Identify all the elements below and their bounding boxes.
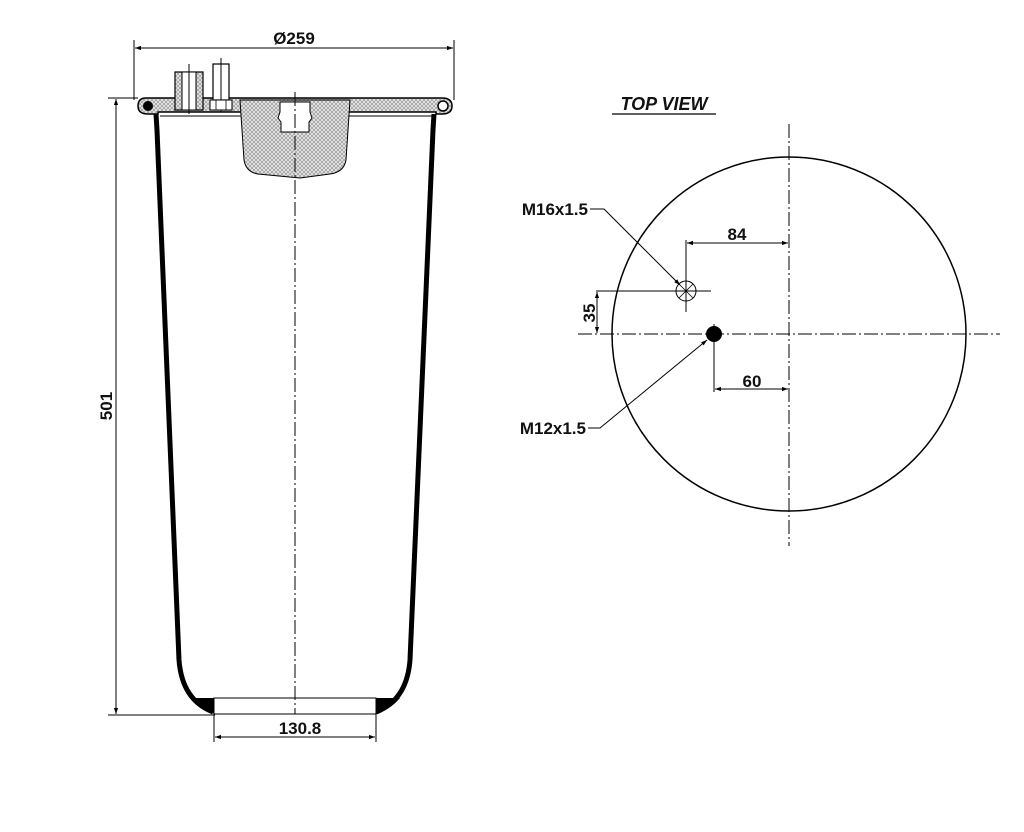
m12-hole — [706, 324, 722, 392]
m16-x-dimension: 84 — [687, 225, 788, 246]
m16-callout: M16x1.5 — [522, 200, 681, 286]
mounting-stud — [209, 58, 233, 112]
m16-y-dimension: 35 — [580, 292, 600, 333]
bellow-wall — [153, 113, 437, 715]
bottom-width-label: 130.8 — [279, 719, 322, 738]
side-view: Ø259 — [97, 29, 455, 742]
height-dimension: 501 — [97, 97, 215, 716]
m12-x-dimension: 60 — [715, 372, 788, 392]
top-view: TOP VIEW 84 35 — [520, 94, 1000, 546]
m16-hole — [596, 240, 711, 312]
m12-x-label: 60 — [743, 372, 762, 391]
m12-callout: M12x1.5 — [520, 339, 708, 438]
inlet-fitting — [174, 64, 204, 114]
height-label: 501 — [97, 392, 116, 420]
bottom-width-dimension: 130.8 — [213, 714, 377, 742]
m16-callout-label: M16x1.5 — [522, 200, 588, 219]
top-diameter-dimension: Ø259 — [133, 29, 455, 100]
m16-x-label: 84 — [728, 225, 747, 244]
m12-callout-label: M12x1.5 — [520, 419, 586, 438]
top-view-title: TOP VIEW — [620, 94, 709, 114]
top-diameter-label: Ø259 — [273, 29, 315, 48]
m16-y-label: 35 — [580, 304, 599, 323]
